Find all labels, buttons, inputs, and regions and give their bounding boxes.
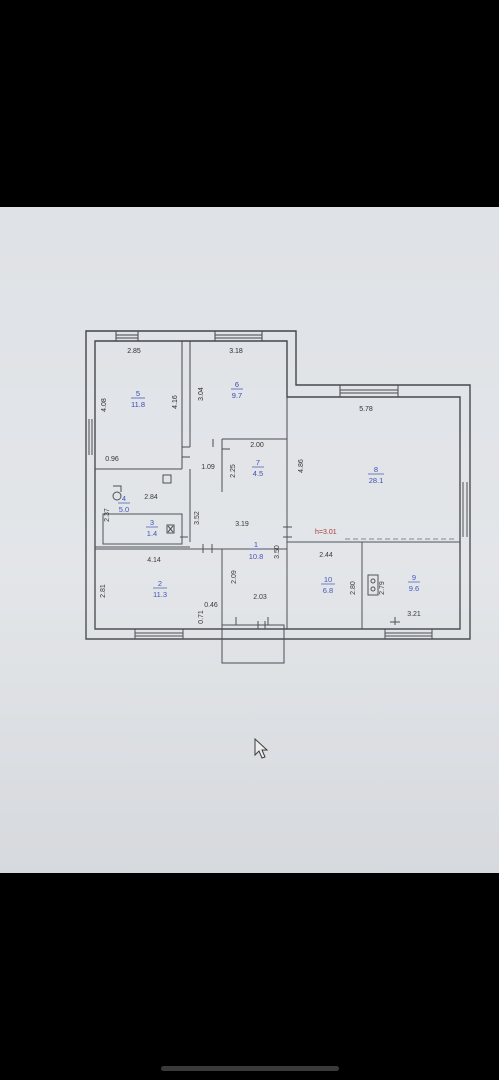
- dimension-label: 1.09: [201, 464, 215, 471]
- dimension-label: 2.00: [250, 442, 264, 449]
- dimension-label: 3.21: [407, 611, 421, 618]
- boiler-cross-icon: [167, 525, 174, 533]
- room-area: 1.4: [147, 529, 157, 538]
- dimension-label: 2.09: [231, 570, 238, 584]
- room-number: 10: [324, 575, 332, 584]
- porch: [221, 624, 285, 664]
- dimension-label: 2.81: [100, 584, 107, 598]
- room-area: 11.3: [153, 590, 167, 599]
- boiler-icon: [166, 524, 175, 534]
- dimension-label: 3.04: [198, 387, 205, 401]
- home-indicator[interactable]: [161, 1066, 339, 1071]
- dimension-label: 0.96: [105, 456, 119, 463]
- mouse-cursor-icon: [254, 737, 269, 759]
- dimension-label: 2.03: [253, 594, 267, 601]
- room-number: 9: [412, 573, 416, 582]
- room-number: 2: [158, 579, 162, 588]
- dimension-label: 3.18: [229, 348, 243, 355]
- burner-icon: [370, 586, 376, 592]
- dimension-label: 4.14: [147, 557, 161, 564]
- room-area: 5.0: [119, 505, 129, 514]
- room-area: 6.8: [323, 586, 333, 595]
- door-marks: [180, 439, 292, 629]
- room-area: 9.7: [232, 391, 242, 400]
- photo-screen: 5 11.8 6 9.7 7 4.5 8 28.1 4 5.0 3 1.4 1 …: [0, 207, 499, 873]
- dimension-label: 4.08: [101, 398, 108, 412]
- dimension-label: 0.71: [198, 610, 205, 624]
- dimension-label: 0.46: [204, 602, 218, 609]
- room-area: 9.6: [409, 584, 419, 593]
- windows: [85, 331, 471, 639]
- room-number: 6: [235, 380, 239, 389]
- stair-icon: [390, 617, 400, 625]
- dimension-label: 5.78: [359, 406, 373, 413]
- floor-plan: 5 11.8 6 9.7 7 4.5 8 28.1 4 5.0 3 1.4 1 …: [85, 330, 471, 759]
- porch-wall: [235, 617, 269, 625]
- room-number: 3: [150, 518, 154, 527]
- inner-wall: [94, 340, 461, 630]
- room-area: 4.5: [253, 469, 263, 478]
- room-number: 4: [122, 494, 126, 503]
- dimension-label: 2.84: [144, 494, 158, 501]
- dimension-label: 2.85: [127, 348, 141, 355]
- dimension-label: 2.44: [319, 552, 333, 559]
- dimension-label: 3.50: [274, 545, 281, 559]
- toilet-icon: [112, 491, 122, 501]
- wall: [102, 513, 183, 545]
- room-number: 8: [374, 465, 378, 474]
- dimension-label: 2.79: [379, 581, 386, 595]
- room-number: 1: [254, 540, 258, 549]
- burner-icon: [370, 578, 376, 584]
- room-number: 5: [136, 389, 140, 398]
- dimension-label: 3.52: [194, 511, 201, 525]
- room-number: 7: [256, 458, 260, 467]
- room-area: 11.8: [131, 400, 145, 409]
- toilet-tank-icon: [113, 485, 122, 492]
- dimension-label: 4.16: [172, 395, 179, 409]
- dimension-label: 3.19: [235, 521, 249, 528]
- dimension-label: 2.80: [350, 581, 357, 595]
- dimension-label: 4.86: [298, 459, 305, 473]
- dimension-label: 2.25: [230, 464, 237, 478]
- ceiling-height-label: h=3.01: [315, 529, 337, 536]
- room-area: 10.8: [249, 552, 264, 561]
- outer-wall: [85, 330, 471, 640]
- sink-icon: [162, 474, 172, 484]
- stove-icon: [367, 574, 379, 596]
- dimension-label: 2.37: [104, 508, 111, 522]
- room-area: 28.1: [369, 476, 384, 485]
